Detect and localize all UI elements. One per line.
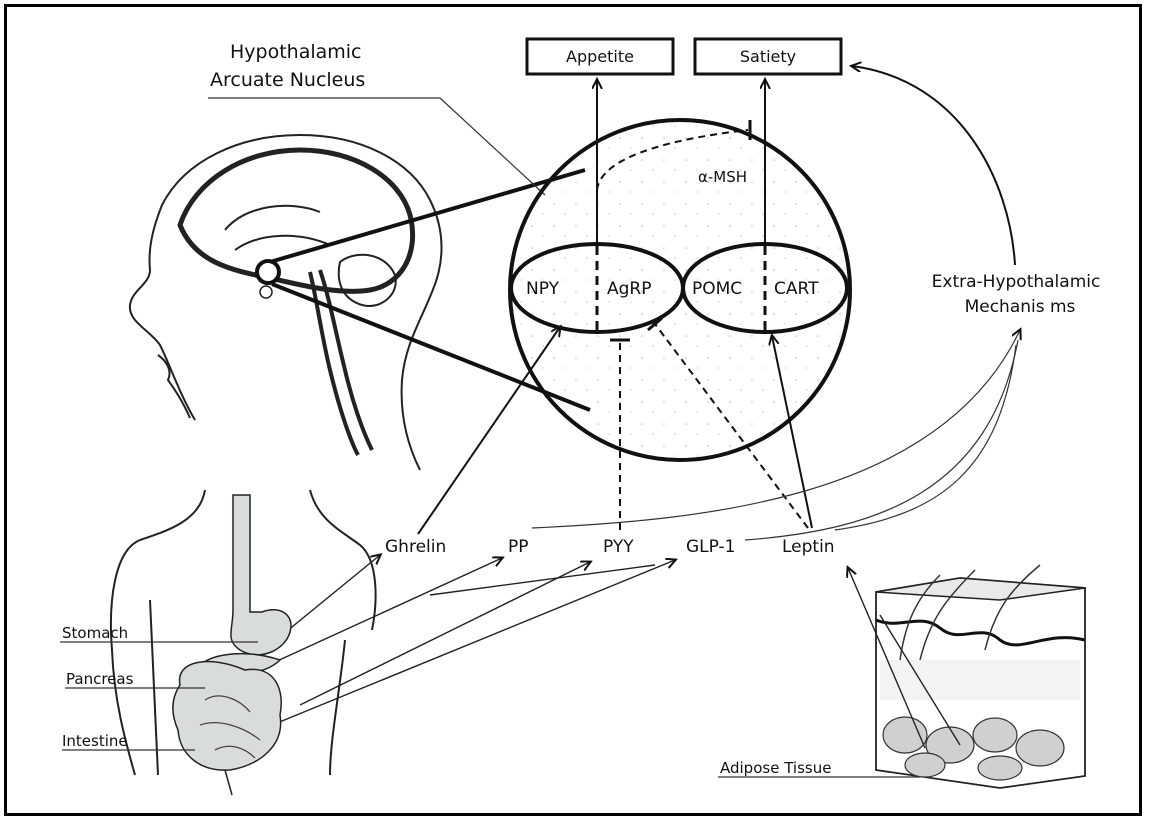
pomc-label: POMC: [692, 279, 742, 299]
extra-to-satiety-arrow: [852, 66, 1015, 265]
adipose-label: Adipose Tissue: [720, 759, 831, 777]
hypothalamus-marker: [257, 261, 279, 283]
npy-label: NPY: [526, 279, 560, 299]
title-line1: Hypothalamic: [230, 41, 362, 63]
intestine-organ: [173, 662, 281, 771]
pancreas-label: Pancreas: [66, 670, 134, 688]
ghrelin-to-npy-arrow: [418, 327, 560, 534]
cart-label: CART: [774, 279, 819, 299]
msh-label: α-MSH: [698, 168, 747, 186]
extra-label-line2: Mechanis ms: [965, 297, 1076, 317]
stomach-organ: [231, 495, 291, 655]
satiety-label: Satiety: [740, 47, 796, 66]
pp-label: PP: [508, 537, 529, 557]
intestine-label: Intestine: [62, 732, 128, 750]
pyy-label: PYY: [603, 537, 634, 557]
glp1-label: GLP-1: [686, 537, 735, 557]
title-line2: Arcuate Nucleus: [210, 69, 365, 91]
appetite-label: Appetite: [566, 47, 634, 66]
adipose-tissue-illustration: [876, 565, 1085, 788]
head-illustration: [130, 135, 442, 470]
pituitary-marker: [260, 286, 272, 298]
leptin-label: Leptin: [782, 537, 835, 557]
agrp-label: AgRP: [607, 279, 651, 299]
extra-label-line1: Extra-Hypothalamic: [932, 272, 1101, 292]
organ-to-hormone-arrows: [240, 555, 675, 730]
stomach-label: Stomach: [62, 624, 128, 642]
ghrelin-label: Ghrelin: [385, 537, 446, 557]
